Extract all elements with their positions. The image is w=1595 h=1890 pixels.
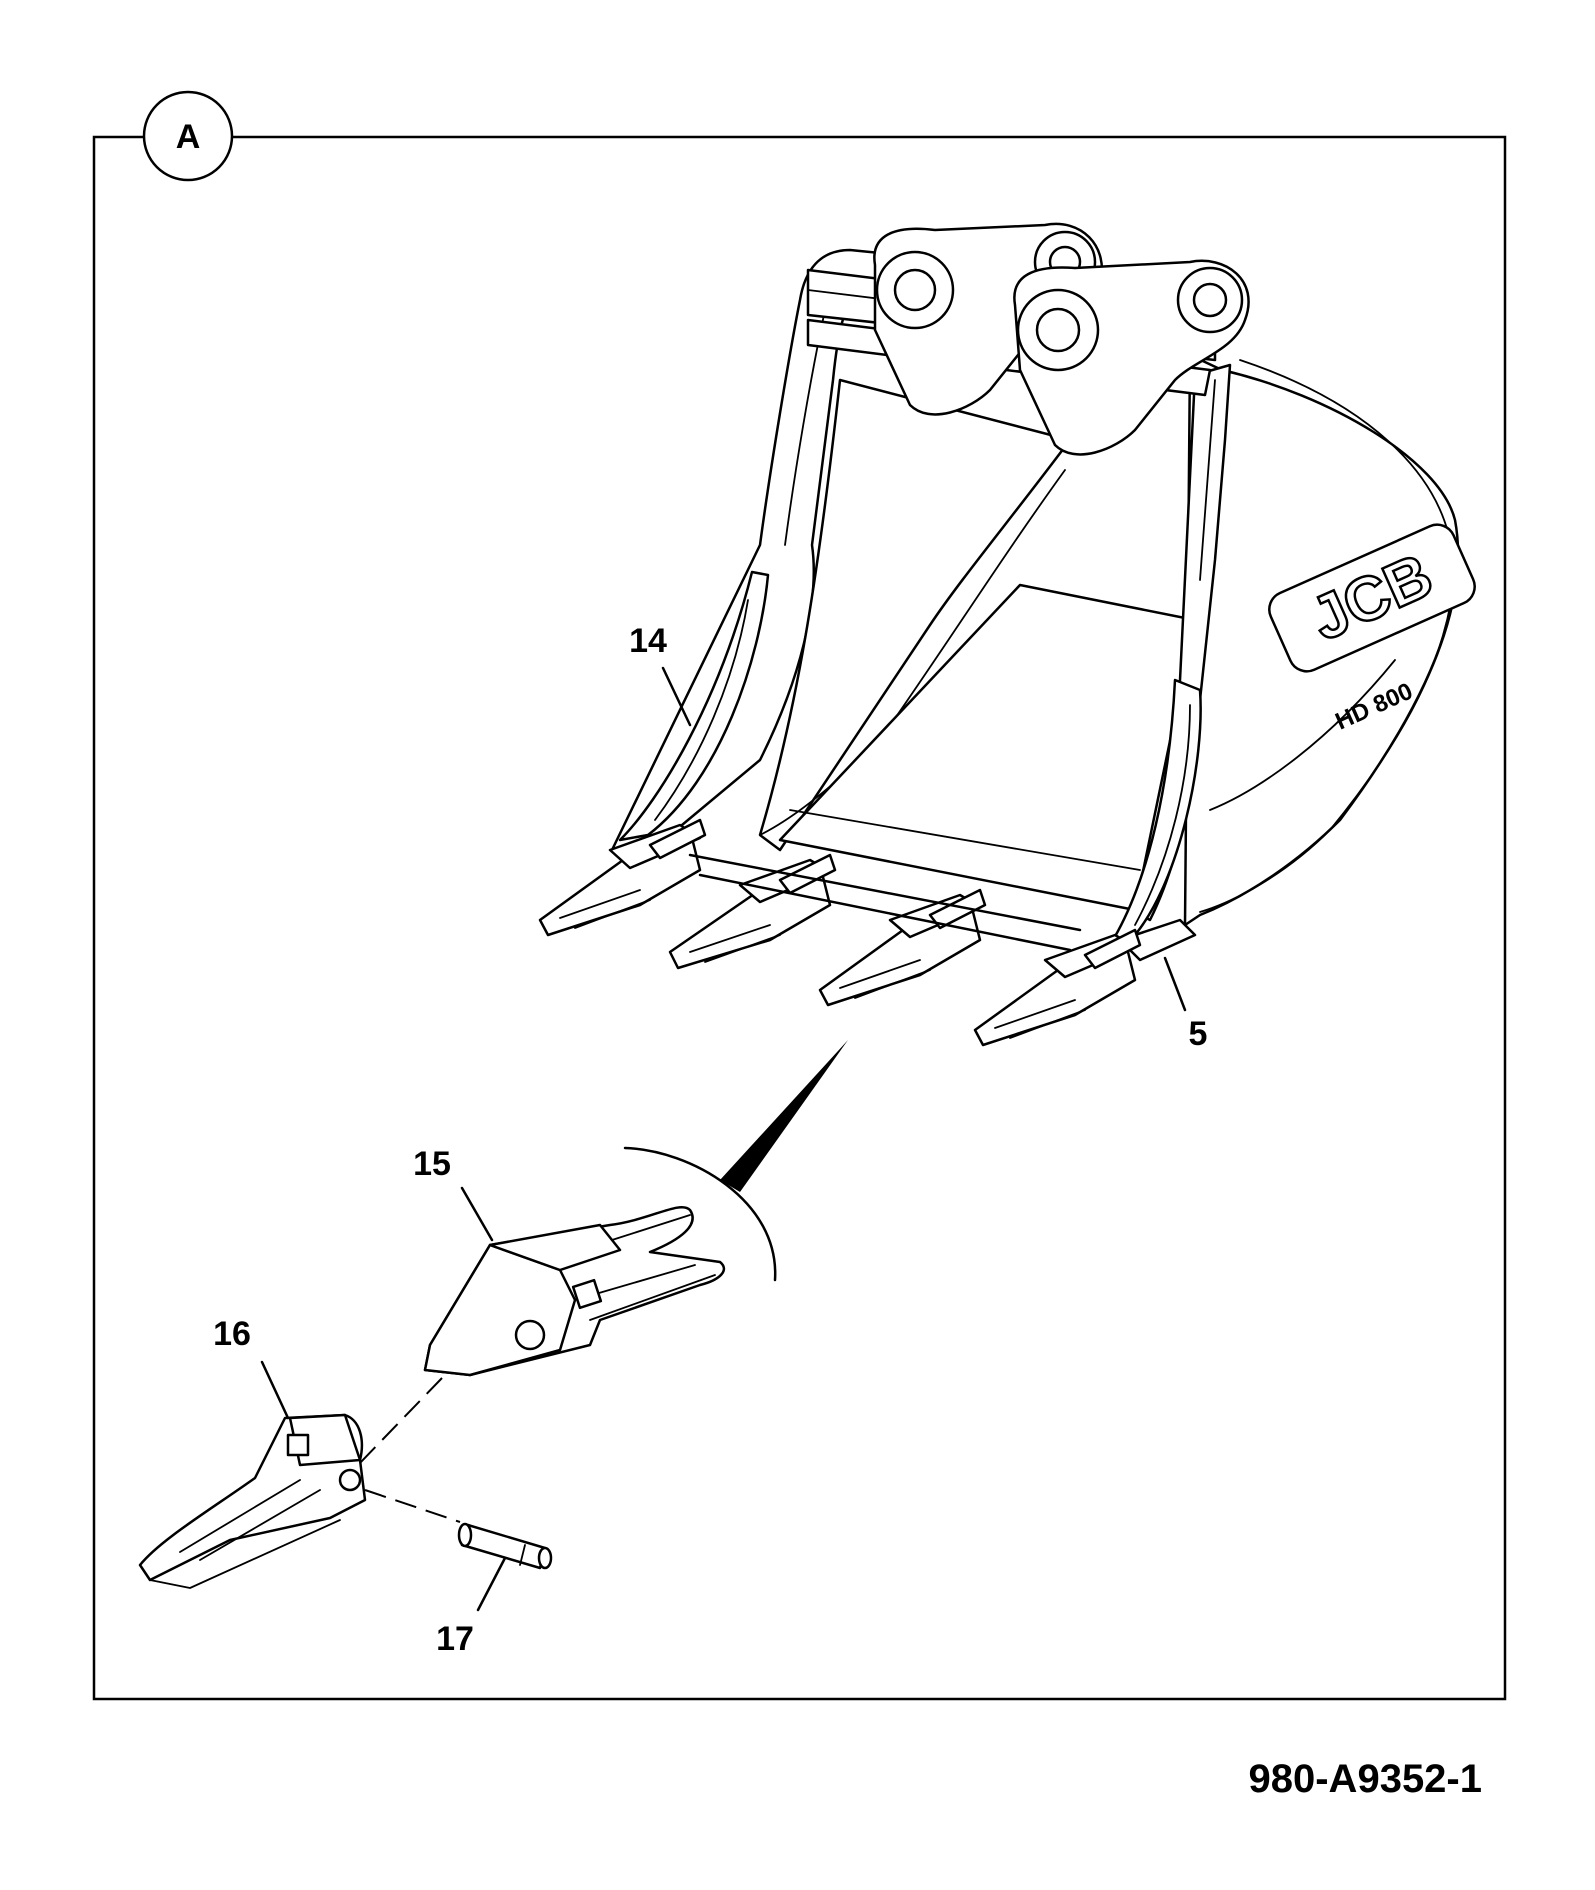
detail-pointer	[720, 1040, 848, 1192]
callout-14: 14	[629, 622, 667, 660]
leader-14	[661, 666, 692, 727]
leader-17	[476, 1556, 507, 1612]
bucket-tooth-2	[668, 853, 837, 970]
view-label-circle	[142, 90, 234, 182]
callout-15: 15	[413, 1145, 451, 1183]
bucket-illustration: JCB HD 800	[538, 222, 1476, 1047]
adapter-illustration	[423, 1205, 726, 1377]
bucket-tooth-4	[973, 928, 1142, 1047]
callout-16: 16	[213, 1315, 251, 1353]
leader-15	[460, 1186, 494, 1242]
view-frame	[92, 135, 1507, 1701]
detail-arc	[623, 1146, 777, 1282]
leader-16	[260, 1360, 290, 1420]
callout-17: 17	[436, 1620, 474, 1658]
assembly-line-2	[364, 1489, 461, 1523]
figure-number: 980-A9352-1	[1249, 1757, 1483, 1801]
view-label-text: A	[176, 118, 201, 156]
callout-5: 5	[1189, 1015, 1208, 1053]
assembly-line-1	[357, 1377, 443, 1466]
leader-5	[1163, 956, 1187, 1012]
tooth-illustration	[138, 1413, 367, 1589]
bucket-tooth-1	[538, 818, 707, 937]
pin-illustration	[457, 1522, 553, 1570]
